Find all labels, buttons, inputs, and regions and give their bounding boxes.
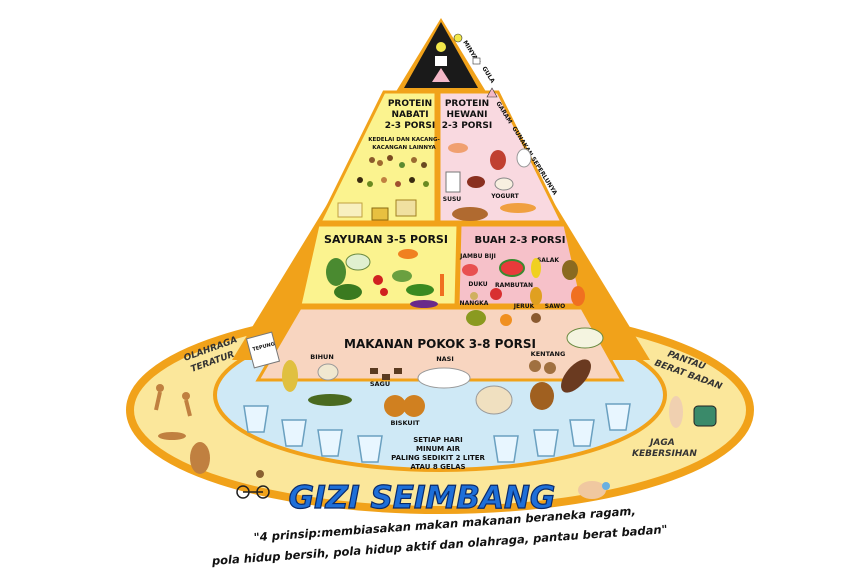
buah-sawo-label: SAWO bbox=[545, 303, 565, 310]
sugar-icon bbox=[435, 56, 447, 66]
buah-duku-label: DUKU bbox=[468, 281, 487, 288]
legend-sugar-icon bbox=[472, 57, 481, 65]
glass-icon bbox=[317, 429, 343, 457]
air-line3: PALING SEDIKIT 2 LITER bbox=[391, 454, 485, 462]
salt-icon bbox=[432, 68, 450, 82]
protein-nabati-title1: PROTEIN bbox=[388, 99, 432, 109]
pokok-biskuit-label: BISKUIT bbox=[390, 419, 420, 427]
sayuran-illustration bbox=[326, 249, 444, 308]
glass-icon bbox=[569, 419, 595, 447]
glass-icon bbox=[533, 429, 559, 457]
pokok-nasi-label: NASI bbox=[436, 355, 454, 363]
hewani-yogurt-label: YOGURT bbox=[490, 193, 519, 200]
tier-protein-nabati bbox=[317, 90, 438, 224]
banner-title: GIZI SEIMBANG bbox=[289, 480, 556, 516]
protein-nabati-title2: NABATI bbox=[391, 110, 428, 120]
buah-nangka-label: NANGKA bbox=[460, 300, 489, 307]
hewani-susu-label: SUSU bbox=[443, 196, 462, 203]
legend-gula: GULA bbox=[480, 65, 496, 85]
protein-hewani-portion: 2-3 PORSI bbox=[442, 121, 492, 131]
makanan-pokok-illustration bbox=[245, 327, 604, 417]
glass-icon bbox=[493, 435, 519, 463]
air-line2: MINUM AIR bbox=[416, 445, 461, 453]
sayuran-title: SAYURAN 3-5 PORSI bbox=[324, 233, 448, 246]
buah-salak-label: SALAK bbox=[537, 257, 559, 264]
legend-oil-icon bbox=[453, 33, 463, 43]
protein-nabati-desc1: KEDELAI DAN KACANG- bbox=[368, 137, 440, 143]
air-line1: SETIAP HARI bbox=[413, 436, 462, 444]
pantau-illustration bbox=[669, 396, 717, 428]
buah-rambutan-label: RAMBUTAN bbox=[495, 282, 533, 289]
air-line4: ATAU 8 GELAS bbox=[410, 463, 465, 471]
oil-icon bbox=[436, 42, 446, 52]
buah-jambu-label: JAMBU BIJI bbox=[459, 253, 496, 260]
protein-nabati-desc2: KACANGAN LAINNYA bbox=[372, 145, 436, 151]
buah-jeruk-label: JERUK bbox=[513, 303, 535, 310]
glass-icon bbox=[243, 405, 269, 433]
glass-icon bbox=[357, 435, 383, 463]
pokok-bihun-label: BIHUN bbox=[310, 353, 334, 361]
pokok-tepung-label: TEPUNG bbox=[252, 341, 276, 353]
pokok-kentang-label: KENTANG bbox=[531, 350, 566, 358]
nabati-food-illustration bbox=[337, 155, 429, 221]
water-glasses bbox=[243, 403, 631, 463]
makanan-pokok-title: MAKANAN POKOK 3-8 PORSI bbox=[344, 337, 536, 351]
buah-title: BUAH 2-3 PORSI bbox=[474, 235, 565, 246]
tier-top bbox=[404, 22, 478, 88]
jaga-label-1: JAGA bbox=[648, 438, 675, 448]
protein-hewani-title1: PROTEIN bbox=[445, 99, 489, 109]
hewani-food-illustration bbox=[445, 143, 536, 221]
glass-icon bbox=[281, 419, 307, 447]
legend-salt-icon bbox=[486, 87, 498, 98]
glass-icon bbox=[605, 403, 631, 431]
protein-hewani-title2: HEWANI bbox=[446, 110, 487, 120]
buah-illustration bbox=[462, 258, 585, 326]
protein-nabati-portion: 2-3 PORSI bbox=[385, 121, 435, 131]
jaga-illustration bbox=[578, 481, 610, 499]
jaga-label-2: KEBERSIHAN bbox=[632, 449, 697, 459]
olahraga-illustration bbox=[154, 384, 270, 499]
pokok-sagu-label: SAGU bbox=[370, 380, 390, 388]
